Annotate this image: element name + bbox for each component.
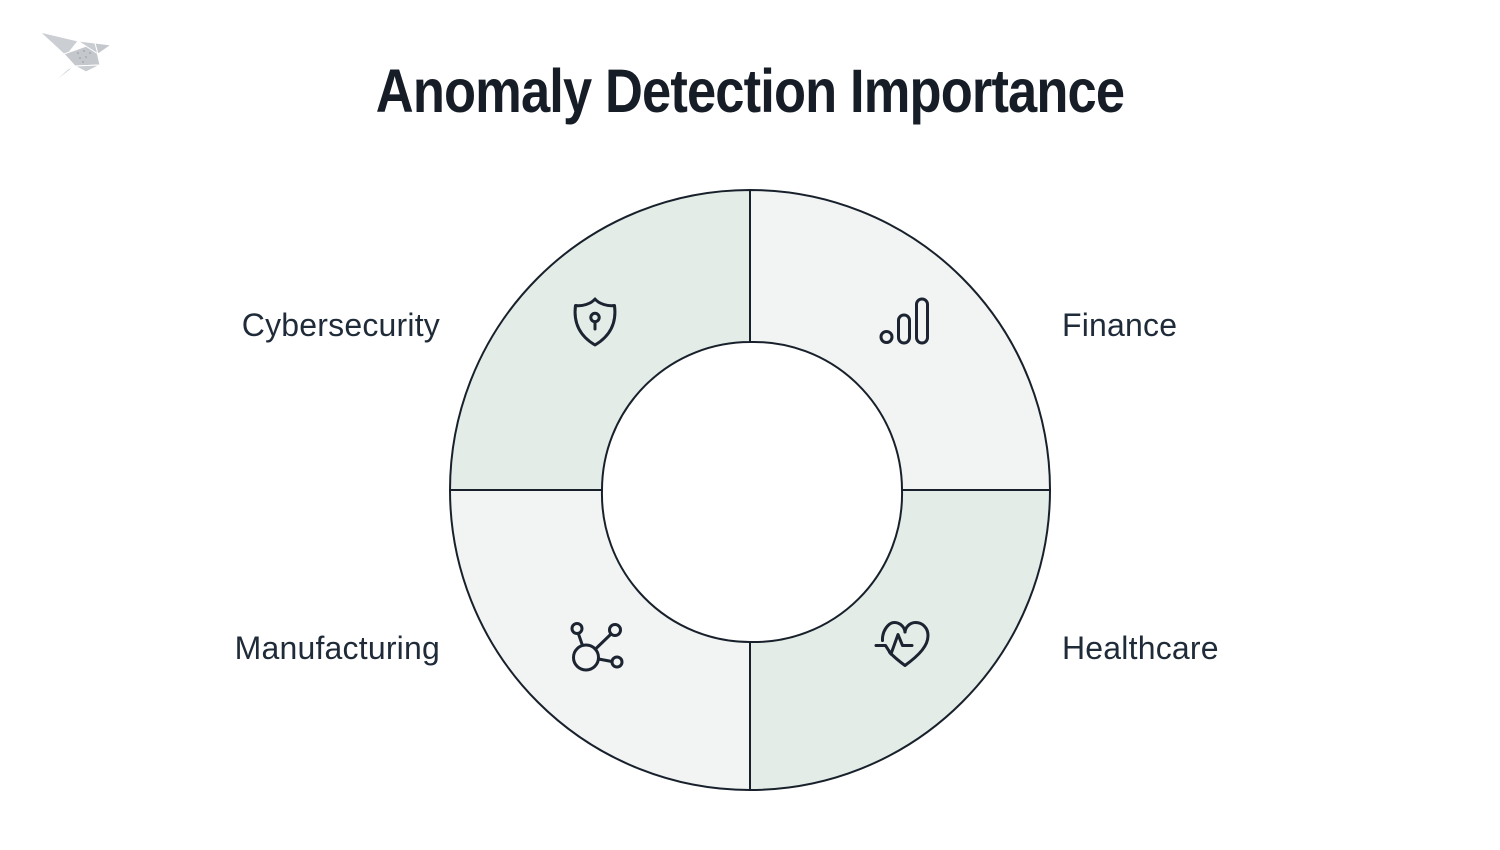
bar-chart-icon: [879, 297, 929, 345]
heart-pulse-icon: [874, 621, 930, 667]
logo-bird-icon: [39, 31, 112, 89]
segment-manufacturing: [448, 489, 751, 792]
title-wrap: Anomaly Detection Importance: [105, 56, 1395, 126]
segment-label-healthcare: Healthcare: [1062, 630, 1219, 666]
segment-label-cybersecurity: Cybersecurity: [241, 307, 440, 343]
segment-label-finance: Finance: [1062, 307, 1178, 343]
segment-label-manufacturing: Manufacturing: [234, 630, 440, 666]
donut-quadrant-diagram: [448, 188, 1052, 792]
network-hub-icon: [570, 622, 624, 672]
shield-keyhole-icon: [573, 297, 617, 347]
page-title: Anomaly Detection Importance: [375, 57, 1125, 125]
